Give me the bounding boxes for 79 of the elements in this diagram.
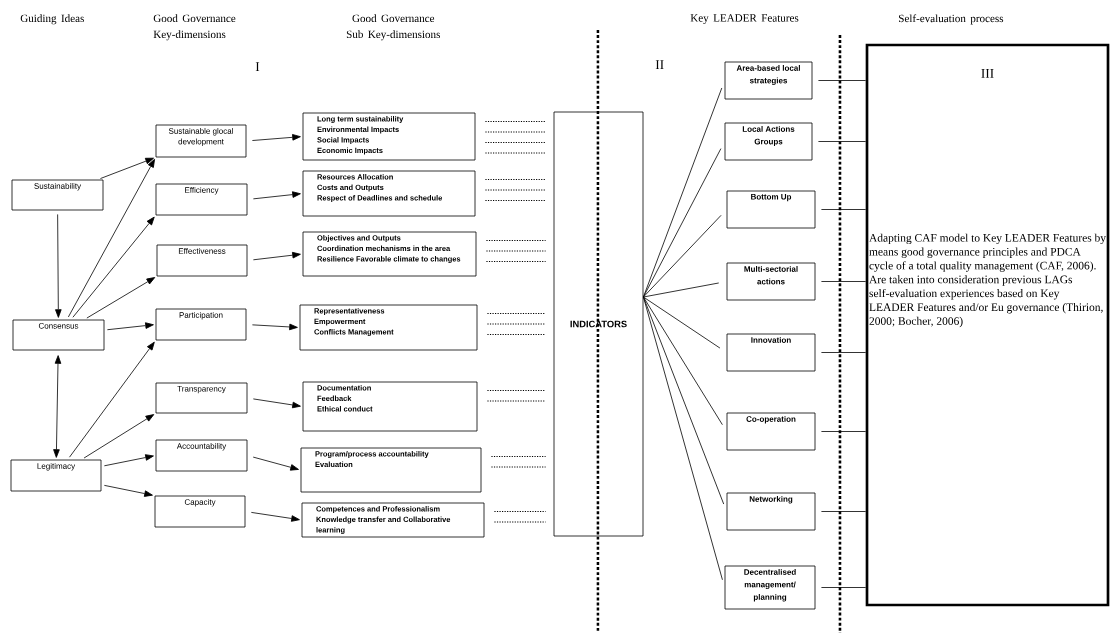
dimension-box: Effectiveness bbox=[156, 244, 248, 277]
dotted-line bbox=[486, 333, 547, 336]
dimension-box: Efficiency bbox=[155, 183, 248, 216]
indicators-box: INDICATORS bbox=[553, 111, 644, 537]
dotted-line bbox=[490, 466, 547, 468]
section-numeral: I bbox=[255, 62, 260, 71]
dotted-line bbox=[485, 239, 547, 242]
dotted-line bbox=[485, 250, 547, 252]
dotted-line bbox=[484, 120, 547, 123]
arrow bbox=[252, 251, 301, 261]
dotted-line bbox=[484, 152, 547, 154]
arrow bbox=[252, 134, 301, 141]
connector-line bbox=[643, 296, 725, 505]
dotted-line bbox=[486, 323, 547, 325]
header: Self-evaluation process bbox=[899, 14, 1004, 25]
idea-box: Consensus bbox=[12, 319, 105, 351]
connector-line bbox=[643, 296, 723, 581]
dimension-box: Transparency bbox=[155, 382, 248, 414]
dotted-line bbox=[485, 260, 547, 263]
arrow bbox=[252, 456, 299, 471]
arrow bbox=[100, 157, 154, 179]
arrow bbox=[252, 191, 301, 200]
dotted-line bbox=[486, 400, 547, 402]
arrow bbox=[55, 214, 62, 318]
dotted-line bbox=[484, 199, 547, 202]
dotted-line bbox=[490, 455, 547, 458]
idea-box: Sustainability bbox=[11, 179, 104, 211]
dotted-line bbox=[484, 131, 547, 133]
arrow bbox=[107, 322, 154, 331]
arrow bbox=[53, 355, 62, 458]
connector-line bbox=[643, 214, 722, 298]
header: Good Governance Sub Key-dimensions bbox=[346, 14, 440, 41]
feature-box: Innovation bbox=[726, 333, 816, 372]
arrow bbox=[252, 323, 298, 331]
feature-box: Area-based local strategies bbox=[724, 61, 813, 100]
arrow bbox=[250, 512, 300, 522]
connector-line bbox=[821, 431, 867, 432]
dimension-box: Sustainable glocal development bbox=[155, 124, 247, 158]
dotted-line bbox=[486, 312, 547, 315]
header: Key LEADER Features bbox=[690, 14, 799, 24]
arrow bbox=[69, 341, 155, 458]
connector-line bbox=[821, 511, 867, 512]
arrow bbox=[252, 398, 301, 409]
dotted-line bbox=[493, 510, 547, 513]
connector-line bbox=[643, 296, 721, 349]
arrow bbox=[103, 484, 153, 497]
dimension-box: Accountability bbox=[155, 439, 248, 472]
self-evaluation-box: III Adapting CAF model to Key LEADER Features by means good governance principles and PDCA cycle of a total quality management (CAF, 2006). Are taken into consideration previous LAGs self-evaluation experiences based on Key LEADER Features and/or Eu governance (Thirion, 2000; Bocher, 2006) bbox=[865, 43, 1110, 607]
arrow bbox=[72, 216, 155, 318]
idea-box: Legitimacy bbox=[10, 459, 102, 492]
feature-box: Multi-sectorial actions bbox=[726, 262, 816, 301]
connector-line bbox=[821, 209, 867, 210]
connector-line bbox=[643, 148, 722, 298]
dotted-line bbox=[484, 189, 547, 191]
arrow bbox=[67, 158, 155, 318]
dimension-box: Capacity bbox=[154, 495, 246, 528]
arrow bbox=[86, 277, 156, 319]
dotted-line bbox=[486, 389, 547, 392]
dimension-box: Participation bbox=[155, 308, 247, 341]
dotted-line bbox=[484, 141, 547, 144]
connector-line bbox=[821, 281, 867, 282]
arrow bbox=[83, 414, 155, 459]
connector-line bbox=[821, 352, 867, 353]
feature-box: Co-operation bbox=[726, 412, 816, 451]
connector-line bbox=[643, 282, 720, 298]
section-numeral: II bbox=[655, 60, 664, 69]
connector-line bbox=[818, 80, 867, 81]
feature-box: Decentralised management/ planning bbox=[724, 565, 816, 610]
feature-box: Local Actions Groups bbox=[724, 122, 813, 161]
dotted-line bbox=[493, 521, 547, 523]
header: Good Governance Key-dimensions bbox=[153, 14, 236, 41]
connector-line bbox=[643, 296, 723, 426]
feature-box: Networking bbox=[726, 492, 816, 531]
connector-line bbox=[821, 587, 867, 588]
arrow bbox=[103, 454, 154, 467]
header: Guiding Ideas bbox=[20, 14, 84, 25]
feature-box: Bottom Up bbox=[726, 190, 816, 229]
connector-line bbox=[818, 141, 867, 142]
dotted-line bbox=[484, 178, 547, 181]
